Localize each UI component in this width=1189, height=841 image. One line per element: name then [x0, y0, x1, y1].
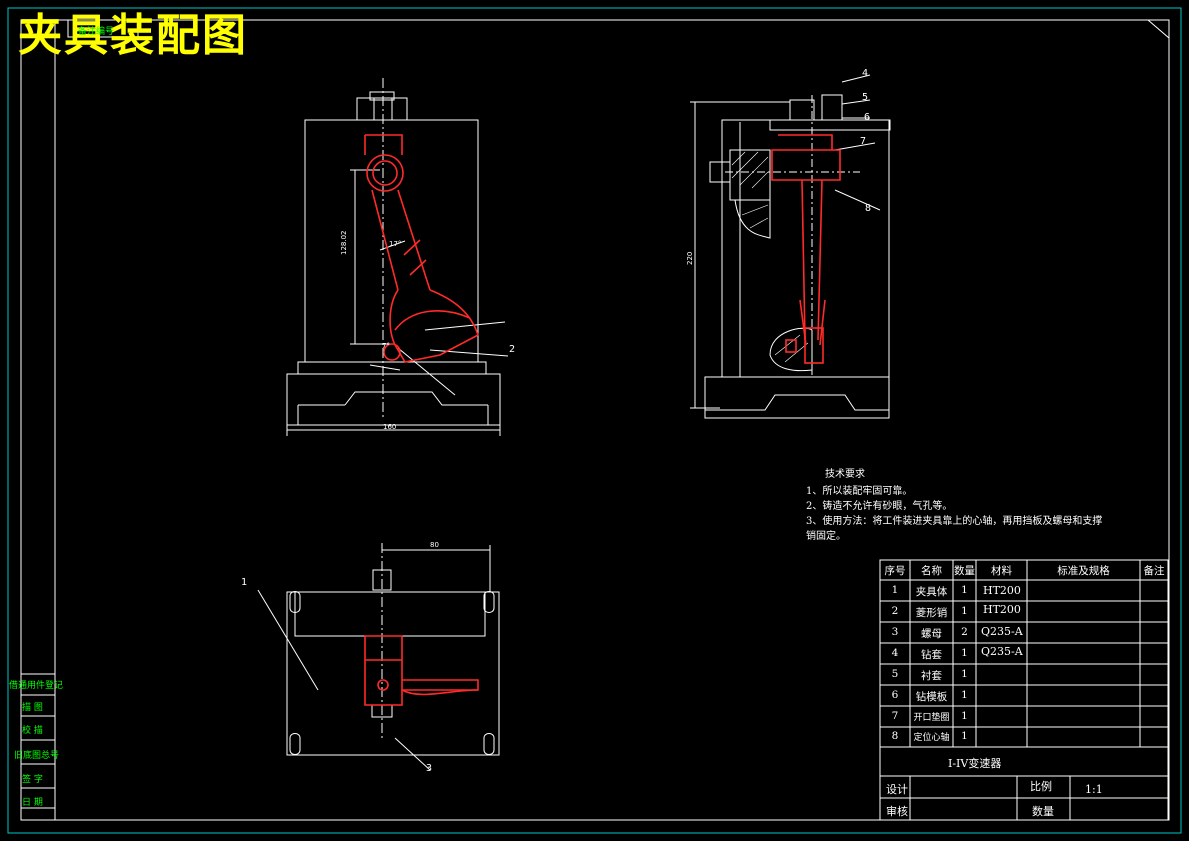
callout-4: 4	[862, 68, 869, 79]
bom-cell-name: 定位心轴	[913, 733, 950, 743]
callout-8: 8	[865, 203, 872, 214]
callout-1-leader	[257, 589, 319, 691]
left-strip-5: 签 字	[22, 775, 43, 785]
corner-mark	[1146, 19, 1170, 40]
bom-header-name: 名称	[921, 565, 942, 577]
drill-bushing	[789, 99, 815, 121]
bom-cell-name: 钻模板	[915, 691, 948, 703]
plate-outline	[286, 591, 500, 756]
top-stamp-text: 备注编号	[78, 27, 115, 37]
bom-cell-no: 2	[891, 605, 899, 617]
left-strip-1: 借通用件登记	[9, 681, 64, 691]
bom-cell-qty: 1	[961, 710, 968, 722]
bom-cell-qty: 2	[961, 626, 968, 638]
dim-128: 128.02	[340, 230, 348, 256]
callout-2: 2	[509, 344, 516, 355]
callout-1: 1	[241, 577, 248, 588]
bom-header-qty: 数量	[954, 565, 975, 577]
bom-cell-no: 8	[891, 730, 899, 742]
bom-cell-no: 6	[891, 689, 899, 701]
left-strip-2: 描 图	[22, 703, 43, 713]
inner-border	[20, 19, 1170, 821]
top-view	[257, 543, 500, 771]
tech-item-4: 销固定。	[806, 531, 846, 542]
bom-cell-qty: 1	[961, 668, 968, 680]
bom-header-standard: 标准及规格	[1057, 565, 1110, 577]
bom-cell-qty: 1	[961, 730, 968, 742]
callout-7: 7	[860, 136, 867, 147]
dim-220: 220	[686, 251, 694, 265]
left-strip	[21, 20, 56, 820]
top-rod	[364, 635, 479, 706]
side-rod	[771, 134, 841, 364]
dim-80: 80	[430, 541, 439, 549]
bom-cell-name: 菱形销	[915, 607, 948, 619]
left-strip-4: 旧底图总号	[14, 751, 60, 761]
drawing-title: 夹具装配图	[18, 10, 248, 61]
bom-cell-no: 4	[891, 647, 899, 659]
top-plate	[294, 591, 486, 637]
bom-header-remark: 备注	[1143, 565, 1165, 577]
bom-cell-material: HT200	[983, 603, 1021, 616]
callout-2-leader	[429, 349, 509, 357]
bom-cell-material: Q235-A	[981, 625, 1023, 638]
front-view	[286, 78, 509, 436]
base-plate	[286, 373, 501, 426]
bom-cell-qty: 1	[961, 647, 968, 659]
tech-item-1: 1、所以装配牢固可靠。	[806, 486, 913, 497]
bom-cell-no: 3	[891, 626, 899, 638]
left-strip-6: 日 期	[22, 798, 43, 808]
tech-item-3: 3、使用方法：将工件装进夹具靠上的心轴，再用挡板及螺母和支撑	[806, 516, 1103, 527]
bom-cell-qty: 1	[961, 689, 968, 701]
scale-value: 1:1	[1085, 783, 1103, 796]
bom-cell-name: 衬套	[921, 670, 942, 682]
side-view-hatching	[731, 151, 809, 363]
review-label: 审核	[886, 805, 908, 818]
bom-cell-name: 夹具体	[915, 586, 948, 598]
tech-item-2: 2、铸造不允许有砂眼，气孔等。	[806, 501, 953, 512]
bom-cell-material: HT200	[983, 584, 1021, 597]
callout-3: 3	[426, 763, 433, 774]
bom-cell-no: 5	[891, 668, 899, 680]
design-label: 设计	[886, 783, 908, 796]
bom-cell-name: 钻套	[921, 649, 942, 661]
bom-cell-no: 1	[891, 584, 899, 596]
bom-cell-no: 7	[891, 710, 899, 722]
bom-cell-name: 开口垫圈	[913, 713, 950, 723]
dim-7deg: 7°	[382, 342, 390, 350]
dim-17deg: 17°	[389, 240, 402, 248]
bom-header-material: 材料	[991, 565, 1012, 577]
scale-label: 比例	[1030, 780, 1052, 793]
callout-5: 5	[862, 92, 869, 103]
top-nut	[356, 97, 408, 121]
dim-160: 160	[383, 423, 397, 431]
bom-cell-qty: 1	[961, 584, 968, 596]
bom-cell-qty: 1	[961, 605, 968, 617]
left-strip-3: 校 描	[22, 726, 43, 736]
bom-header-no: 序号	[884, 565, 906, 577]
bom-cell-material: Q235-A	[981, 645, 1023, 658]
tech-heading: 技术要求	[825, 469, 865, 480]
callout-6: 6	[864, 112, 871, 123]
top-stamp-box	[67, 19, 139, 38]
outer-border	[7, 7, 1182, 834]
callout-3-leader	[394, 737, 431, 771]
qty-label: 数量	[1032, 805, 1054, 818]
bom-cell-name: 螺母	[921, 628, 942, 640]
side-view	[690, 74, 891, 419]
callout-4-leader	[841, 74, 871, 83]
side-base	[704, 376, 890, 419]
connecting-rod	[364, 134, 479, 363]
bom-grid	[879, 559, 1169, 821]
product-name: I-IV变速器	[948, 757, 1002, 770]
